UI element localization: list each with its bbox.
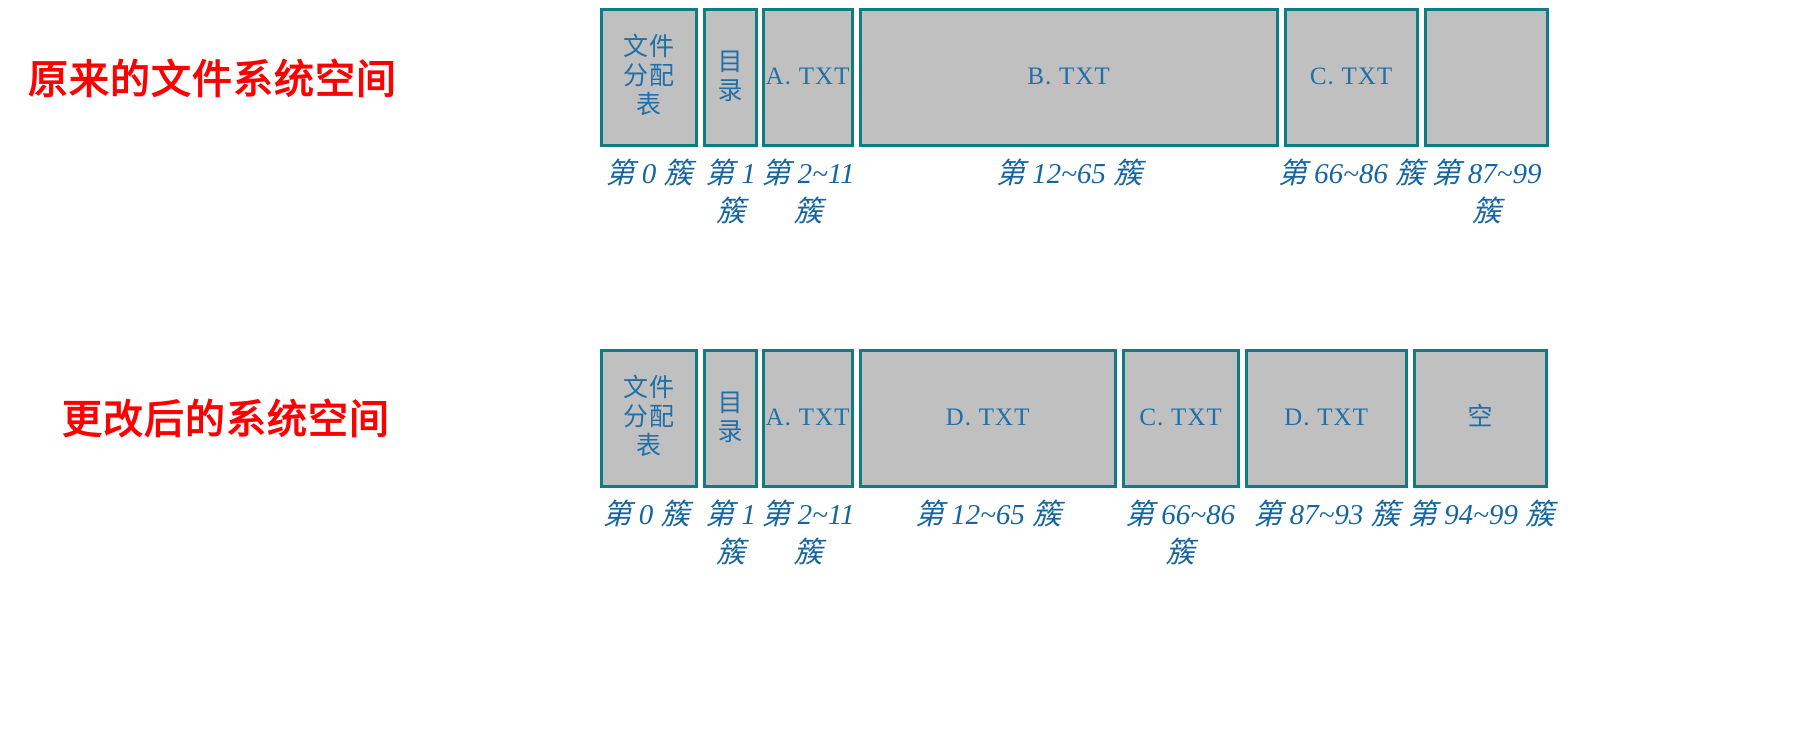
cluster-cell-label: 文件 分配 表 bbox=[622, 34, 675, 119]
cluster-cell-label: 目 录 bbox=[717, 48, 744, 105]
cluster-range-label: 第 0 簇 bbox=[602, 499, 690, 531]
cluster-cell-c-txt[interactable]: C. TXT bbox=[1284, 8, 1419, 147]
cluster-range-label: 第 87~99 簇 bbox=[1431, 158, 1542, 229]
cluster-cell-label: A. TXT bbox=[765, 404, 851, 432]
cluster-range-label: 第 1 簇 bbox=[705, 158, 756, 229]
cluster-range-label: 第 94~99 簇 bbox=[1407, 499, 1555, 531]
cluster-cell-label: C. TXT bbox=[1139, 404, 1223, 432]
cluster-range-label: 第 87~93 簇 bbox=[1253, 499, 1400, 531]
cluster-range-label: 第 12~65 簇 bbox=[995, 158, 1143, 190]
cluster-cell-empty[interactable]: 空 bbox=[1413, 349, 1548, 488]
cluster-cell-fat[interactable]: 文件 分配 表 bbox=[600, 349, 698, 488]
cluster-cell-fat[interactable]: 文件 分配 表 bbox=[600, 8, 698, 147]
row-1-title: 原来的文件系统空间 bbox=[28, 58, 397, 102]
cluster-cell-label: 文件 分配 表 bbox=[622, 375, 675, 460]
cluster-range-label: 第 0 簇 bbox=[605, 158, 693, 190]
cluster-cell-c-txt[interactable]: C. TXT bbox=[1122, 349, 1240, 488]
cluster-cell-label: 空 bbox=[1467, 404, 1494, 432]
cluster-cell-a-txt[interactable]: A. TXT bbox=[762, 349, 854, 488]
cluster-range-label: 第 2~11 簇 bbox=[761, 499, 855, 570]
cluster-range-label: 第 66~86 簇 bbox=[1125, 499, 1235, 570]
cluster-cell-label: D. TXT bbox=[945, 404, 1031, 432]
cluster-range-label: 第 66~86 簇 bbox=[1277, 158, 1425, 190]
cluster-cell-directory[interactable]: 目 录 bbox=[703, 349, 758, 488]
cluster-cell-free[interactable] bbox=[1424, 8, 1549, 147]
cluster-range-label: 第 1 簇 bbox=[705, 499, 756, 570]
cluster-range-label: 第 12~65 簇 bbox=[914, 499, 1062, 531]
cluster-cell-d-txt-first[interactable]: D. TXT bbox=[859, 349, 1117, 488]
cluster-cell-b-txt[interactable]: B. TXT bbox=[859, 8, 1279, 147]
cluster-cell-label: C. TXT bbox=[1309, 63, 1394, 91]
cluster-cell-a-txt[interactable]: A. TXT bbox=[762, 8, 854, 147]
row-2-title: 更改后的系统空间 bbox=[62, 398, 390, 442]
cluster-cell-d-txt-second[interactable]: D. TXT bbox=[1245, 349, 1408, 488]
cluster-cell-label: 目 录 bbox=[717, 389, 744, 446]
cluster-cell-label: B. TXT bbox=[1027, 63, 1111, 91]
cluster-range-label: 第 2~11 簇 bbox=[761, 158, 855, 229]
cluster-cell-label: A. TXT bbox=[765, 63, 851, 91]
cluster-cell-label: D. TXT bbox=[1284, 404, 1369, 432]
cluster-cell-directory[interactable]: 目 录 bbox=[703, 8, 758, 147]
